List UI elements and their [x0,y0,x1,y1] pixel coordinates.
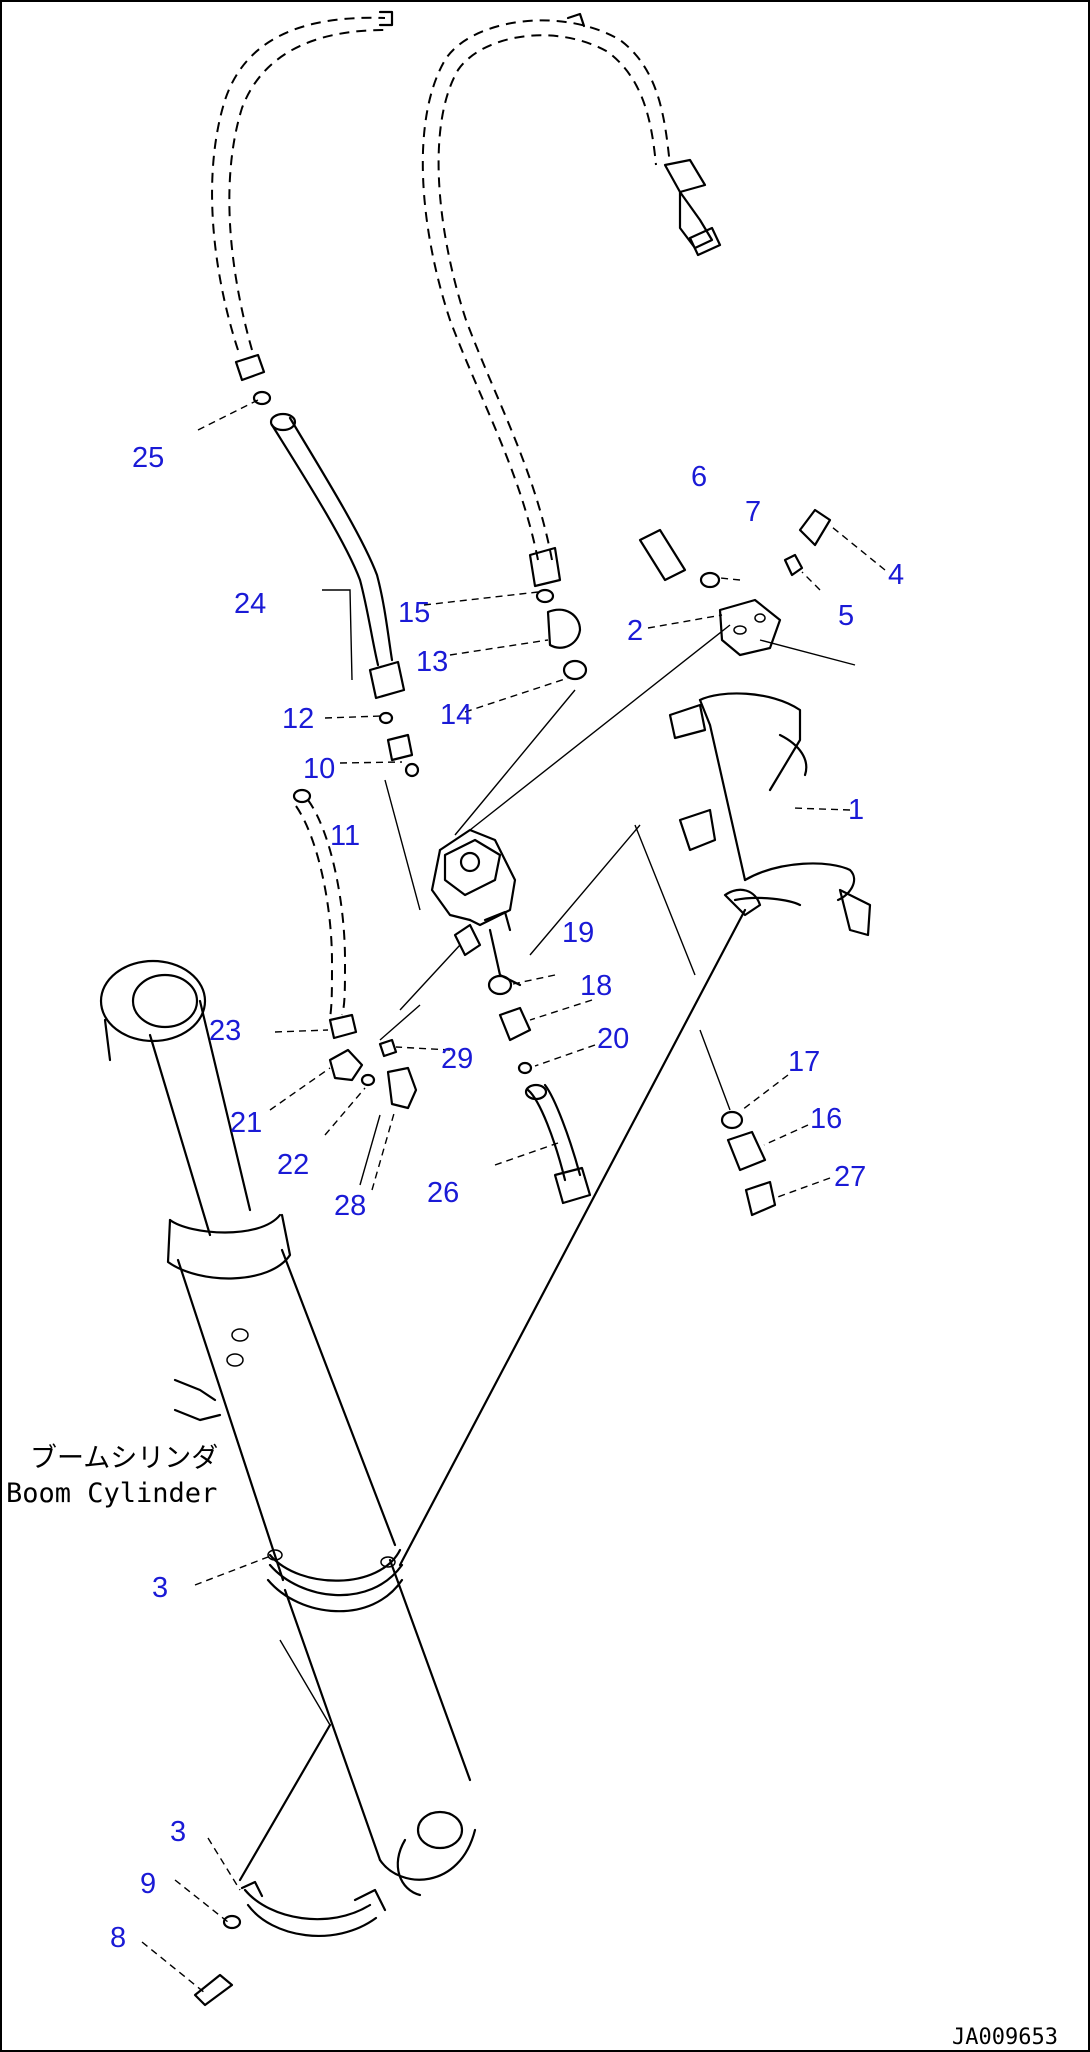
callout-10: 10 [303,753,335,785]
callout-6: 6 [691,461,707,493]
callout-27: 27 [834,1161,866,1193]
callout-24: 24 [234,588,266,620]
callout-23: 23 [209,1015,241,1047]
hose-left-dashed [211,10,394,351]
hose-fitting-25 [234,353,272,406]
callout-2: 2 [627,615,643,647]
fittings-18-19-20-26 [487,974,592,1205]
callout-3-upper: 3 [152,1572,168,1604]
callout-26: 26 [427,1177,459,1209]
callout-14: 14 [440,699,472,731]
fittings-15-13-14 [528,546,588,681]
callout-21: 21 [230,1107,262,1139]
clamp-band-upper [266,1549,404,1613]
hose-right-dashed [421,12,671,561]
bolt-plate-2 [718,598,782,657]
callout-17: 17 [788,1046,820,1078]
boom-cylinder [99,959,477,1897]
caption-japanese: ブームシリンダ [30,1443,218,1474]
clamp-bracket-1 [668,692,872,937]
bracket-arm [238,908,747,1882]
clamp-band-lower [193,1880,387,2007]
callout-16: 16 [810,1103,842,1135]
tube-11 [292,788,347,1019]
tube-24 [269,412,420,778]
bolts-4-5-6-7 [638,508,832,589]
fittings-21-22-23-28-29 [328,1013,418,1110]
callout-22: 22 [277,1149,309,1181]
callout-13: 13 [416,646,448,678]
callout-19: 19 [562,917,594,949]
callout-4: 4 [888,559,904,591]
callout-8: 8 [110,1922,126,1954]
callout-5: 5 [838,600,854,632]
callout-12: 12 [282,703,314,735]
callout-25: 25 [132,442,164,474]
hose-end-fitting-upper-right [663,158,722,257]
callout-11: 11 [330,820,360,852]
callout-9: 9 [140,1868,156,1900]
drawing-code: JA009653 [952,2025,1058,2050]
assembly-lines [279,624,856,1726]
valve-block [430,828,522,987]
caption-english: Boom Cylinder [6,1478,217,1509]
parts-16-17-27 [720,1110,777,1217]
callout-15: 15 [398,597,430,629]
callout-20: 20 [597,1023,629,1055]
callout-leaders [141,399,886,1994]
callout-29: 29 [441,1043,473,1075]
callout-28: 28 [334,1190,366,1222]
callout-3-lower: 3 [170,1816,186,1848]
callout-1: 1 [848,794,864,826]
callout-18: 18 [580,970,612,1002]
callout-7: 7 [745,496,761,528]
